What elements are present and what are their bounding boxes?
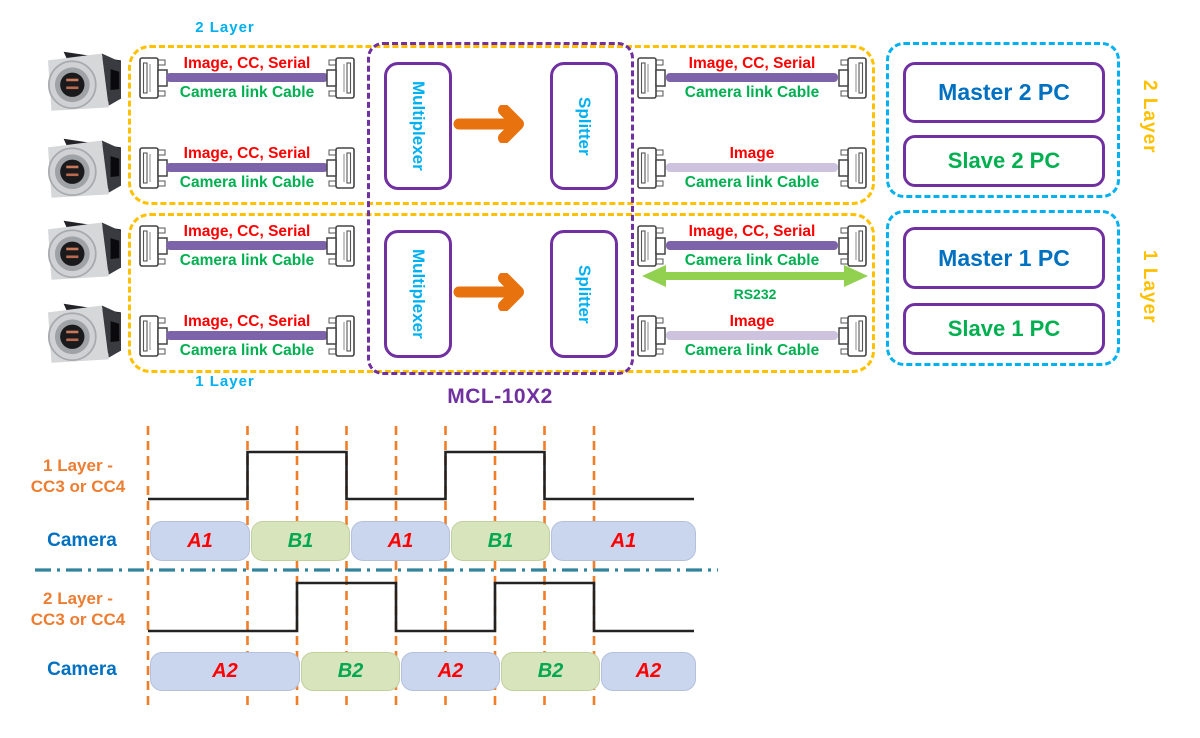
camera-link-cable-dark	[166, 73, 328, 82]
flow-arrow-icon-layer2	[452, 105, 544, 143]
layer2-orange-box	[128, 45, 875, 205]
layer2-top-label: 2 Layer	[195, 19, 255, 36]
camera-link-cable-dark	[166, 241, 328, 250]
frame-block: B2	[301, 652, 400, 691]
camera-icon-3	[36, 219, 126, 285]
rs232-label: RS232	[733, 286, 777, 302]
cable-name-label: Camera link Cable	[684, 84, 820, 101]
cable-row-l1-cam1: Image, CC, Serial Camera link Cable	[136, 222, 358, 269]
layer1-bottom-label: 1 Layer	[195, 373, 255, 390]
cable-row-l1-master: Image, CC, Serial Camera link Cable	[634, 222, 870, 269]
cable-signal-label: Image, CC, Serial	[183, 313, 311, 330]
camera-row1-label: Camera	[47, 530, 117, 551]
cable-row-l2-cam1: Image, CC, Serial Camera link Cable	[136, 54, 358, 101]
layer1-orange-box	[128, 213, 875, 373]
camera-row2-label: Camera	[47, 659, 117, 680]
wave-layer1-cc	[148, 450, 694, 501]
slave1-pc-box: Slave 1 PC	[903, 303, 1105, 355]
master2-pc-label: Master 2 PC	[938, 79, 1070, 105]
cable-name-label: Camera link Cable	[684, 174, 820, 191]
cable-signal-label: Image, CC, Serial	[688, 223, 816, 240]
signal2-label-line2: CC3 or CC4	[30, 610, 126, 630]
cable-signal-label: Image, CC, Serial	[183, 55, 311, 72]
camera-icon-2	[36, 137, 126, 203]
camera-link-cable-dark	[666, 241, 838, 250]
cable-row-l1-slave: Image Camera link Cable	[634, 312, 870, 359]
camera-link-cable-dark	[666, 73, 838, 82]
cable-signal-label: Image	[729, 145, 775, 162]
camera-link-cable-dark	[166, 163, 328, 172]
cable-signal-label: Image, CC, Serial	[688, 55, 816, 72]
cable-name-label: Camera link Cable	[684, 342, 820, 359]
cable-signal-label: Image, CC, Serial	[183, 145, 311, 162]
frame-block: A1	[351, 521, 450, 561]
splitter-box-layer1: Splitter	[550, 230, 618, 358]
layer2-side-label: 2 Layer	[1139, 80, 1160, 154]
signal1-label-line1: 1 Layer -	[43, 456, 113, 475]
frame-block: A2	[150, 652, 300, 691]
cable-signal-label: Image, CC, Serial	[183, 223, 311, 240]
signal2-label-line1: 2 Layer -	[43, 589, 113, 608]
signal1-label-line2: CC3 or CC4	[30, 477, 126, 497]
cable-row-l2-cam2: Image, CC, Serial Camera link Cable	[136, 144, 358, 191]
frame-block: B1	[451, 521, 550, 561]
camera-link-cable-dark	[166, 331, 328, 340]
multiplexer-box-layer2: Multiplexer	[384, 62, 452, 190]
cable-name-label: Camera link Cable	[179, 252, 315, 269]
master1-pc-label: Master 1 PC	[938, 244, 1070, 271]
cable-name-label: Camera link Cable	[179, 174, 315, 191]
splitter-box-layer2: Splitter	[550, 62, 618, 190]
cable-name-label: Camera link Cable	[684, 252, 820, 269]
camera-link-cable-light	[666, 331, 838, 340]
multiplexer-label: Multiplexer	[409, 249, 428, 339]
frame-block: A2	[601, 652, 696, 691]
mcl-device-box	[367, 42, 634, 375]
multiplexer-box-layer1: Multiplexer	[384, 230, 452, 358]
layer1-pc-group-box: Master 1 PC Slave 1 PC	[886, 210, 1120, 366]
cable-row-l1-cam2: Image, CC, Serial Camera link Cable	[136, 312, 358, 359]
wave-layer2-cc	[148, 581, 694, 633]
frame-block: A2	[401, 652, 500, 691]
splitter-label: Splitter	[575, 96, 594, 156]
master2-pc-box: Master 2 PC	[903, 62, 1105, 123]
cable-name-label: Camera link Cable	[179, 342, 315, 359]
cable-name-label: Camera link Cable	[179, 84, 315, 101]
cable-row-l2-master: Image, CC, Serial Camera link Cable	[634, 54, 870, 101]
signal2-label: 2 Layer - CC3 or CC4	[18, 588, 138, 631]
slave1-pc-label: Slave 1 PC	[947, 316, 1061, 341]
cable-row-l2-slave: Image Camera link Cable	[634, 144, 870, 191]
camera-icon-4	[36, 302, 126, 368]
slave2-pc-box: Slave 2 PC	[903, 135, 1105, 187]
layer2-pc-group-box: Master 2 PC Slave 2 PC	[886, 42, 1120, 198]
master1-pc-box: Master 1 PC	[903, 227, 1105, 289]
splitter-label: Splitter	[575, 264, 594, 324]
multiplexer-label: Multiplexer	[409, 81, 428, 171]
layer1-side-label: 1 Layer	[1139, 250, 1160, 324]
timing-chart-canvas	[35, 426, 718, 711]
device-title: MCL-10X2	[447, 385, 553, 408]
frame-block: A1	[150, 521, 250, 561]
flow-arrow-icon-layer1	[452, 273, 544, 311]
rs232-double-arrow-icon	[642, 265, 868, 287]
frame-block: B2	[501, 652, 600, 691]
frame-block: A1	[551, 521, 696, 561]
frame-block: B1	[251, 521, 350, 561]
camera-icon-1	[36, 50, 126, 116]
slave2-pc-label: Slave 2 PC	[947, 148, 1061, 173]
cable-signal-label: Image	[729, 313, 775, 330]
camera-link-cable-light	[666, 163, 838, 172]
signal1-label: 1 Layer - CC3 or CC4	[18, 455, 138, 498]
